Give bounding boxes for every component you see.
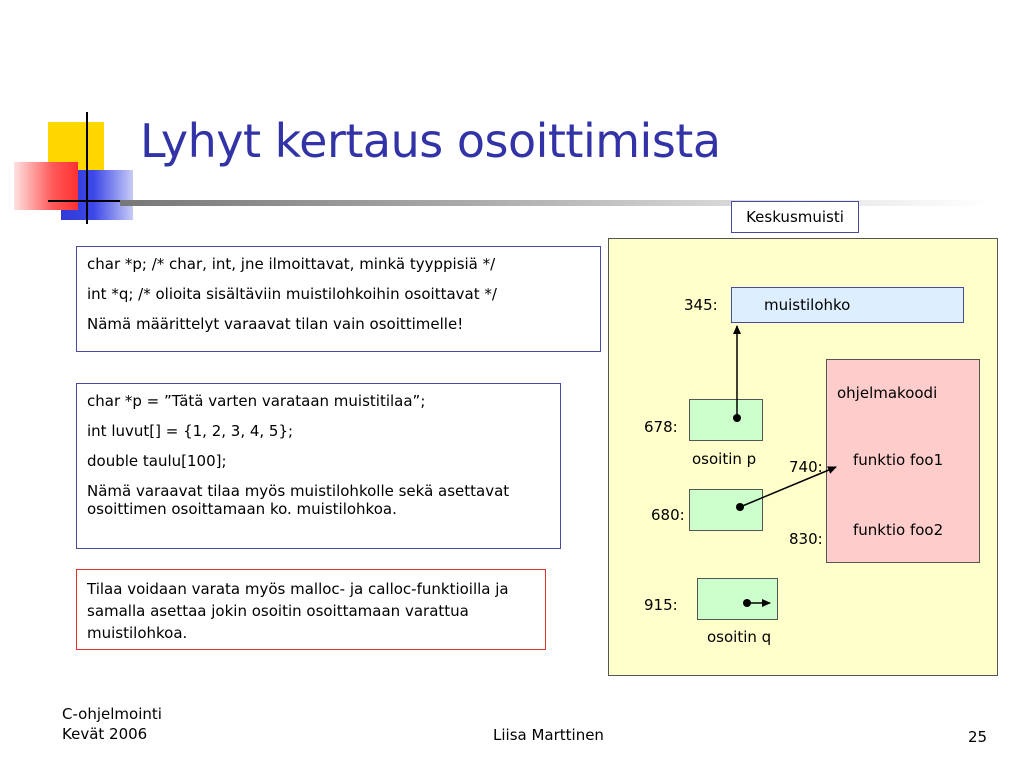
initialization-line: char *p = ”Tätä varten varataan muistiti… [87,392,426,410]
title-underline [120,200,990,206]
decor-red-square [14,162,78,210]
pointer-cell-2 [689,489,763,531]
footer-page-number: 25 [968,728,988,746]
memory-panel-label: Keskusmuisti [731,201,859,233]
initializations-box: char *p = ”Tätä varten varataan muistiti… [76,383,561,549]
function-foo1-address: 740: [789,458,823,476]
declaration-line: char *p; /* char, int, jne ilmoittavat, … [87,255,496,273]
decor-vertical-line [86,112,88,224]
footer-course-line1: C-ohjelmointi [62,705,162,723]
function-foo2-label: funktio foo2 [853,521,944,539]
declaration-line: int *q; /* olioita sisältäviin muistiloh… [87,285,497,303]
declarations-box: char *p; /* char, int, jne ilmoittavat, … [76,246,601,352]
code-block-title: ohjelmakoodi [837,384,938,402]
pointer-cell-2-arrow [739,466,837,508]
footer-course: C-ohjelmointi Kevät 2006 [62,704,162,744]
initialization-note: Nämä varaavat tilaa myös muistilohkolle … [87,482,510,518]
code-block [826,359,980,563]
footer-course-line2: Kevät 2006 [62,725,148,743]
pointer-q-label: osoitin q [707,628,772,646]
function-foo2-address: 830: [789,530,823,548]
initialization-line: double taulu[100]; [87,452,227,470]
memory-block: muistilohko [731,287,964,323]
footer-author: Liisa Marttinen [493,726,604,744]
pointer-p-label: osoitin p [692,450,757,468]
decor-horizontal-line [48,200,168,202]
pointer-p-cell [689,399,763,441]
declaration-line: Nämä määrittelyt varaavat tilan vain oso… [87,315,464,333]
pointer-p-address: 678: [644,418,678,436]
function-foo1-label: funktio foo1 [853,451,944,469]
pointer-q-address: 915: [644,596,678,614]
pointer-cell-2-address: 680: [651,506,685,524]
slide-title: Lyhyt kertaus osoittimista [140,114,721,168]
malloc-note-text: Tilaa voidaan varata myös malloc- ja cal… [87,580,509,642]
malloc-note-box: Tilaa voidaan varata myös malloc- ja cal… [76,569,546,650]
block-address: 345: [684,296,718,314]
initialization-line: int luvut[] = {1, 2, 3, 4, 5}; [87,422,294,440]
